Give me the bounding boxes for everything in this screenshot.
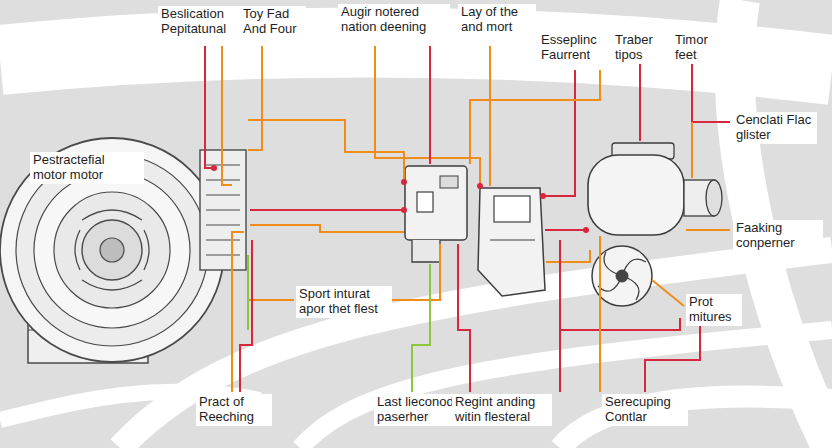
- callout-label: Augir notered nation deening: [338, 4, 450, 36]
- callout-label: Esseplinc Faurrent: [538, 32, 618, 64]
- callout-label: Regint anding witin flesteral: [452, 394, 552, 426]
- motor-illustration: [0, 138, 246, 363]
- valve-body: [588, 143, 722, 235]
- callout-label: Faaking conperner: [733, 220, 823, 252]
- callout-label: Toy Fad And Four: [240, 6, 306, 38]
- callout-label: Beslication Pepitatunal: [158, 6, 250, 38]
- bracket-part: [478, 188, 545, 296]
- callout-label: Prot mitures: [686, 294, 742, 326]
- callout-label: Sport inturat apor thet flest: [296, 286, 392, 318]
- callout-label: Timor feet: [672, 32, 722, 64]
- arrow-tips: [211, 165, 589, 233]
- callout-label: Cenclati Flac glister: [733, 112, 817, 144]
- callout-label: Serecuping Contlar: [602, 394, 688, 426]
- callout-label: Pract of Reeching: [196, 394, 272, 426]
- callout-label: Pestractefial motor motor: [30, 152, 144, 184]
- callout-label: Lay of the and mort: [458, 4, 536, 36]
- callout-label: Last lieconod paserher: [374, 394, 458, 426]
- callout-label: Traber tipos: [612, 32, 666, 64]
- leader-lines: [205, 46, 730, 392]
